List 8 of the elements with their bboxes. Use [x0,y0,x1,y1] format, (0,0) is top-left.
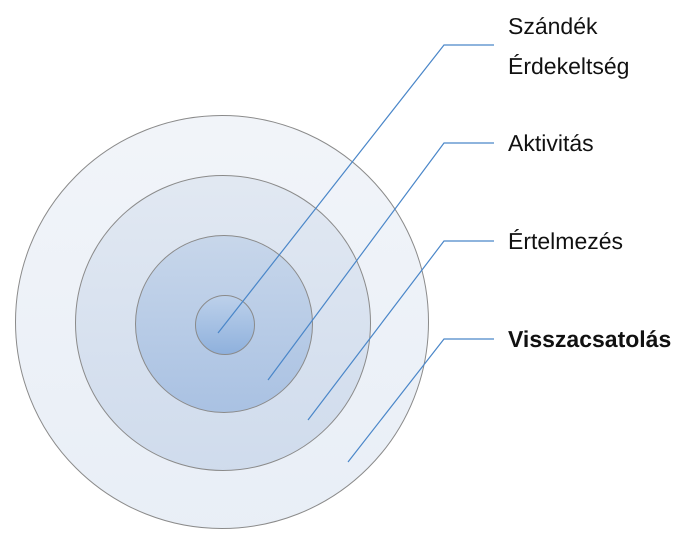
leader-line [348,338,494,462]
layer-label: Aktivitás [508,123,686,163]
layer-label: Szándék Érdekeltség [508,6,686,86]
layer-label: Visszacsatolás [508,319,686,359]
layer-label: Értelmezés [508,221,686,261]
leader-line [218,44,494,334]
leader-line [308,240,494,420]
leader-line [268,142,494,380]
